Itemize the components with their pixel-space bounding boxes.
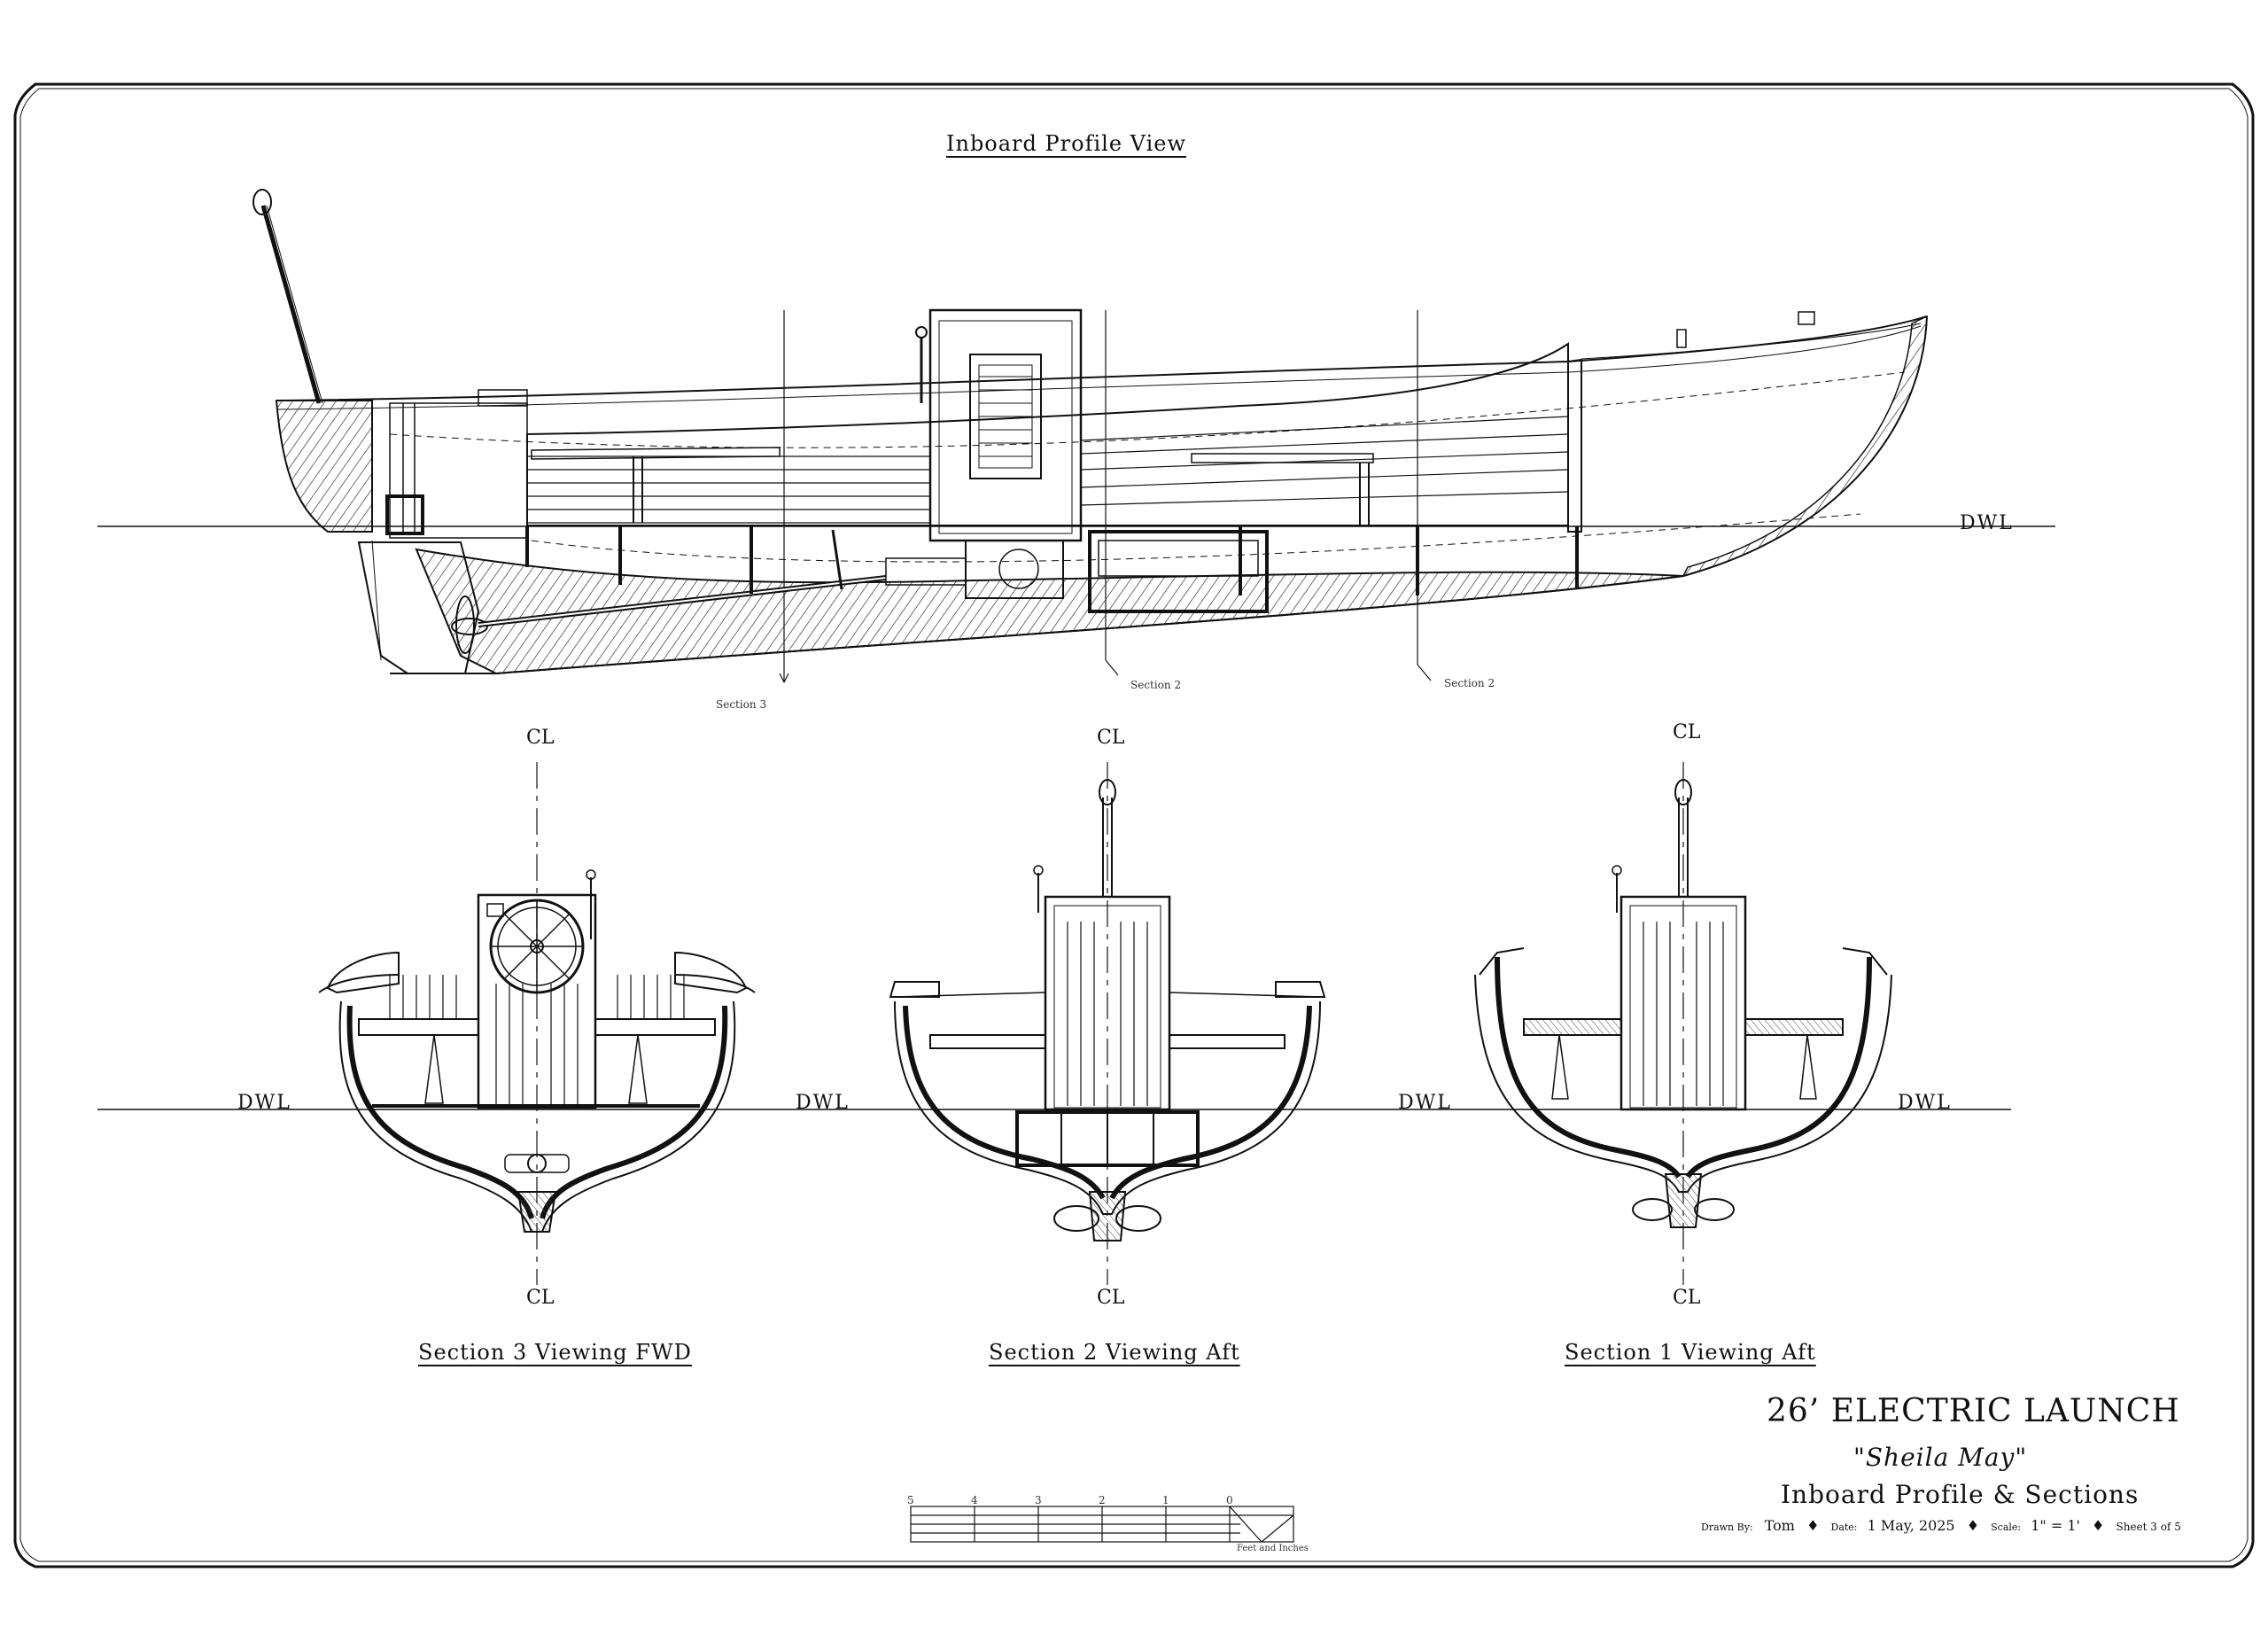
hull-sheer (276, 315, 1928, 401)
section-1-drawing (1474, 762, 1892, 1285)
section-2-dwl-label: DWL (796, 1092, 850, 1114)
scale-tick-4: 4 (971, 1494, 978, 1506)
battery-box (1088, 530, 1269, 613)
section-2-cl-top: CL (1097, 727, 1125, 749)
section-1-cl-top: CL (1673, 721, 1701, 743)
scale-tick-1: 1 (1162, 1494, 1169, 1506)
section-2-title: Section 2 Viewing Aft (989, 1340, 1240, 1365)
section-2-cl-bottom: CL (1097, 1287, 1125, 1309)
scale-bar (910, 1506, 1294, 1543)
keel-hatch (415, 548, 1684, 675)
section-3-marker: Section 3 (716, 698, 767, 711)
scale-label: Scale: (1991, 1522, 2022, 1533)
section-2b-marker: Section 2 (1444, 677, 1495, 689)
stern-light-icon (252, 189, 272, 215)
scale-value: 1" = 1' (2031, 1517, 2080, 1534)
sheet-title: Inboard Profile & Sections (1781, 1480, 2140, 1509)
separator-diamond-icon: ♦ (2092, 1517, 2105, 1534)
cockpit-coaming (526, 342, 1569, 526)
inboard-profile (97, 189, 2055, 683)
scale-tick-3: 3 (1035, 1494, 1042, 1506)
sheet-number: Sheet 3 of 5 (2116, 1521, 2181, 1533)
bow-hatch (1682, 315, 1928, 578)
propeller-icon (455, 595, 475, 654)
scale-caption: Feet and Inches (1237, 1544, 1309, 1553)
boat-subtitle: "Sheila May" (1853, 1443, 2028, 1472)
separator-diamond-icon: ♦ (1966, 1517, 1980, 1534)
profile-view-title: Inboard Profile View (946, 131, 1186, 156)
transom-hatch (275, 400, 373, 533)
date-label: Date: (1830, 1522, 1858, 1533)
section-3-cl-top: CL (526, 727, 555, 749)
section-2-drawing (889, 762, 1326, 1285)
throttle-lever-icon (915, 326, 928, 339)
drawn-by-value: Tom (1764, 1517, 1795, 1534)
scale-tick-5: 5 (907, 1494, 914, 1506)
section-1-dwl-label: DWL (1398, 1092, 1452, 1114)
section-3-cl-bottom: CL (526, 1287, 555, 1309)
section-1-cl-bottom: CL (1673, 1287, 1701, 1309)
section-1-title: Section 1 Viewing Aft (1565, 1340, 1816, 1365)
section-2-marker: Section 2 (1130, 679, 1182, 691)
date-value: 1 May, 2025 (1867, 1517, 1955, 1534)
title-info-row: Drawn By: Tom ♦ Date: 1 May, 2025 ♦ Scal… (1701, 1517, 2181, 1534)
foredeck (1567, 358, 1582, 533)
mast-light-icon (1099, 779, 1116, 806)
sheet-border (13, 82, 2255, 1568)
section-3-dwl-label: DWL (237, 1092, 291, 1114)
helm-console (928, 308, 1083, 542)
hull-sheer-inner (276, 325, 1922, 410)
scale-tick-2: 2 (1099, 1494, 1106, 1506)
section-3-title: Section 3 Viewing FWD (418, 1340, 692, 1365)
drawn-by-label: Drawn By: (1701, 1522, 1753, 1533)
scale-tick-0: 0 (1226, 1494, 1233, 1506)
section-1-dwl-label-right: DWL (1898, 1092, 1952, 1114)
boat-name: 26’ ELECTRIC LAUNCH (1767, 1393, 2180, 1429)
separator-diamond-icon: ♦ (1806, 1517, 1820, 1534)
profile-dwl-label: DWL (1960, 512, 2014, 534)
